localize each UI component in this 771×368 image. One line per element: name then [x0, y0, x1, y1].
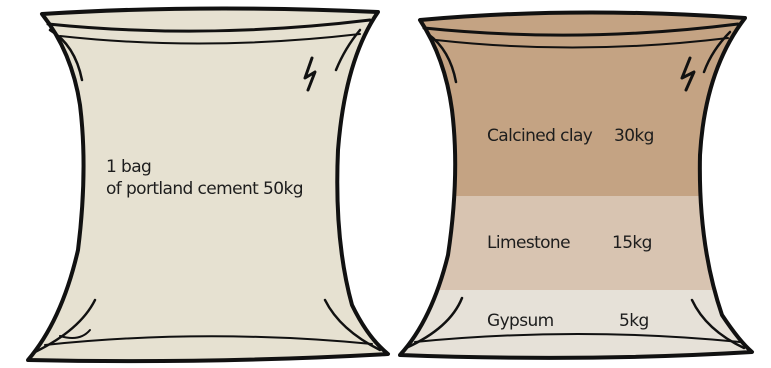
layer-name-gypsum: Gypsum — [487, 310, 554, 332]
layer-quantity-limestone: 15kg — [612, 232, 652, 254]
left-bag-line-1: 1 bag — [106, 156, 303, 178]
layer-quantity-gypsum: 5kg — [619, 310, 649, 332]
right-cement-bag — [395, 0, 765, 368]
layer-name-limestone: Limestone — [487, 232, 570, 254]
layer-quantity-calcined-clay: 30kg — [614, 125, 654, 147]
layer-name-calcined-clay: Calcined clay — [487, 125, 592, 147]
left-bag-label: 1 bag of portland cement 50kg — [106, 156, 303, 200]
left-bag-line-2: of portland cement 50kg — [106, 178, 303, 200]
